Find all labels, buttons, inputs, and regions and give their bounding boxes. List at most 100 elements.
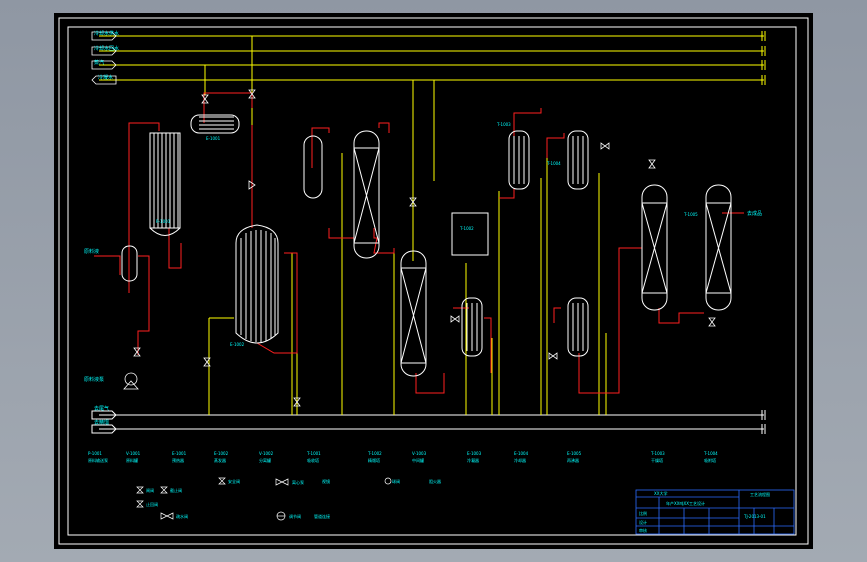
equipment-legend: P-1001原料输送泵V-1001原料罐E-1001预热器E-1002蒸发器V-… [88, 451, 718, 463]
symbol-label: 调节阀 [289, 513, 301, 519]
tag-reboiler: R-1001 [156, 219, 171, 224]
legend-name: 吸附塔 [704, 457, 716, 463]
legend-tag: V-1002 [259, 451, 274, 456]
legend-name: 分离罐 [259, 457, 271, 463]
utility-verticals [204, 36, 607, 415]
inner-frame [67, 26, 797, 536]
globe-valve-icon [160, 486, 168, 494]
equipment-tags: E-1001 E-1002 R-1001 T-1002 T-1003 T-100… [156, 122, 698, 347]
legend-tag: E-1005 [567, 451, 582, 456]
drawing-canvas[interactable]: 冷却水供水 冷却水回水 蒸汽 冷凝水 去尾气 去精馏 [54, 13, 813, 549]
valve-icon [450, 315, 460, 323]
equipment [121, 114, 732, 377]
exchanger-tall [149, 132, 181, 236]
header-label-3: 蒸汽 [94, 59, 104, 66]
label-pump-in: 原料液泵 [84, 376, 104, 383]
legend-tag: P-1001 [88, 451, 102, 456]
title-drawing-no: TJ-2013-01 [743, 514, 766, 519]
legend-name: 吸收塔 [307, 457, 319, 463]
tag-evaporator: E-1002 [230, 342, 245, 347]
legend-name: 蒸发器 [214, 457, 226, 463]
tank-box [451, 212, 489, 256]
exchanger-d [567, 297, 589, 357]
valve-icon [548, 352, 558, 360]
legend-tag: T-1001 [306, 451, 321, 456]
legend-name: 干燥塔 [651, 457, 663, 463]
legend-name: 原料罐 [126, 457, 138, 463]
symbol-label: 阻火器 [429, 478, 441, 484]
symbol-legend [136, 477, 392, 521]
valve-icon [648, 159, 656, 169]
valve-icon [203, 357, 211, 367]
column-1 [353, 130, 380, 259]
trap-icon [218, 477, 226, 485]
check-valve-icon [136, 500, 144, 508]
valve-icon [248, 89, 256, 99]
butterfly-valve-icon [275, 478, 289, 486]
symbol-label: 闸阀 [146, 487, 154, 493]
header-lines [99, 31, 766, 85]
legend-name: 精馏塔 [368, 457, 380, 463]
title-block-text: XX大学 工艺流程图 年产XX吨XX工艺设计 比例 设计 审核 TJ-2013-… [639, 490, 770, 533]
symbol-label: 视镜 [322, 478, 330, 484]
bottom-label-1: 去尾气 [94, 405, 109, 412]
symbol-label: 离心泵 [292, 479, 304, 485]
legend-tag: E-1004 [514, 451, 529, 456]
condenser-top [190, 114, 240, 134]
legend-name: 再沸器 [567, 457, 579, 463]
process-flow-diagram: 冷却水供水 冷却水回水 蒸汽 冷凝水 去尾气 去精馏 [58, 17, 809, 545]
vessel-sep [303, 135, 323, 199]
title-block[interactable] [635, 489, 795, 535]
gate-valve-icon [136, 486, 144, 494]
vessel-feed [121, 245, 138, 282]
symbol-label: 止回阀 [146, 501, 158, 507]
title-drawing: 工艺流程图 [750, 491, 770, 497]
bottom-label-2: 去精馏 [94, 419, 109, 426]
header-label-1: 冷却水供水 [94, 30, 119, 37]
header-labels: 冷却水供水 冷却水回水 蒸汽 冷凝水 [94, 30, 119, 81]
title-project: 年产XX吨XX工艺设计 [666, 500, 705, 506]
outer-frame [58, 17, 809, 545]
valve-icon [133, 347, 141, 357]
valve-icon [248, 180, 256, 190]
label-product-out: 去成品 [747, 210, 762, 217]
title-checked: 审核 [639, 527, 647, 533]
legend-name: 预热器 [172, 457, 184, 463]
valve-icon [409, 197, 417, 207]
legend-name: 冷却器 [514, 457, 526, 463]
title-school: XX大学 [654, 490, 667, 496]
evaporator [235, 224, 279, 344]
legend-name: 冷凝器 [467, 457, 479, 463]
symbol-legend-text: 闸阀截止阀止回阀疏水阀安全阀离心泵调节阀管道连接球阀视镜阻火器 [146, 478, 441, 519]
legend-tag: T-1002 [367, 451, 382, 456]
valve-icon [201, 94, 209, 104]
symbol-label: 球阀 [392, 478, 400, 484]
side-labels: 原料液 原料液泵 去成品 [84, 210, 762, 383]
tag-tower-pair: T-1005 [683, 212, 698, 217]
valve-icon [293, 397, 301, 407]
legend-tag: E-1001 [172, 451, 187, 456]
legend-tag: T-1003 [650, 451, 665, 456]
pump-icon [123, 372, 139, 390]
symbol-label: 管道连接 [314, 513, 330, 519]
legend-name: 原料输送泵 [88, 457, 108, 463]
tag-tank-box: T-1002 [459, 226, 474, 231]
legend-tag: T-1004 [703, 451, 718, 456]
legend-tag: V-1003 [412, 451, 427, 456]
title-drawn: 设计 [639, 519, 647, 525]
bottom-labels: 去尾气 去精馏 [94, 405, 109, 426]
ball-valve-icon [384, 477, 392, 485]
title-scale: 比例 [639, 510, 647, 516]
header-arrows [91, 31, 117, 85]
valve-icon [708, 317, 716, 327]
exchanger-a [461, 297, 483, 357]
legend-tag: V-1001 [126, 451, 141, 456]
exchanger-c [567, 130, 589, 190]
valves [133, 89, 716, 407]
tower-1 [641, 184, 668, 311]
process-lines [94, 92, 744, 394]
tag-condenser: E-1001 [206, 136, 221, 141]
header-label-4: 冷凝水 [98, 74, 113, 81]
symbol-label: 疏水阀 [176, 513, 188, 519]
